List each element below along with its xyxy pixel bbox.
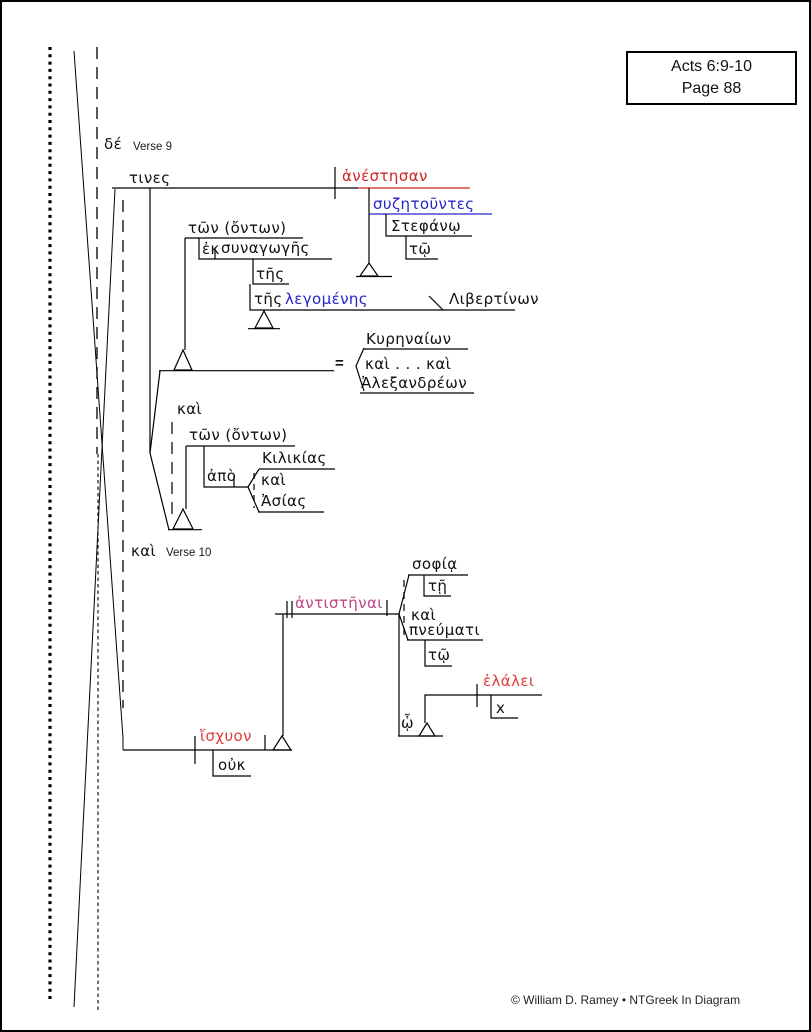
word-article-to1: τῷ: [409, 240, 432, 258]
word-article-tes2: τῆς: [254, 290, 283, 308]
page-number: Page 88: [681, 80, 742, 97]
to2-hanger: [424, 640, 452, 667]
word-asias: Ἀσίας: [261, 492, 307, 510]
copyright-credit: © William D. Ramey • NTGreek In Diagram: [511, 993, 741, 1007]
word-article-tes1: τῆς: [256, 265, 285, 283]
word-ton-onton-1: τῶν (ὄντων): [188, 219, 287, 237]
word-kai-fork: καὶ: [261, 471, 287, 489]
word-kilikias: Κιλικίας: [262, 449, 327, 467]
ton1-pedestal-triangle: [173, 348, 193, 371]
word-pneumati: πνεύματι: [409, 621, 480, 639]
verse10-label: Verse 10: [166, 547, 212, 559]
te-hanger: [423, 575, 451, 597]
equals-sign: =: [335, 355, 344, 372]
word-prep-ek: ἐκ: [202, 240, 220, 258]
word-participle-legomenes: λεγομένης: [285, 290, 368, 308]
word-participle-syzetountes: συζητοῦντες: [373, 195, 475, 213]
understood-subject-hanger: [490, 695, 518, 719]
stephano-hanger: [385, 214, 472, 237]
word-kai-dots-kai: καὶ . . . καὶ: [365, 355, 452, 373]
attrib-phrase-hanger: [249, 284, 515, 311]
word-synagoges: συναγωγῆς: [221, 239, 310, 257]
stephano-article-hanger: [405, 236, 438, 260]
word-stephano: Στεφάνῳ: [391, 217, 462, 235]
legomenes-complement-slash: [428, 295, 444, 311]
word-relative-pronoun-ho: ᾧ: [401, 714, 414, 732]
word-alexandreon: Ἀλεξανδρέων: [361, 374, 468, 392]
word-libertinon: Λιβερτίνων: [449, 290, 539, 308]
tes1-hanger: [252, 259, 289, 285]
word-ouk: οὐκ: [218, 756, 246, 774]
word-article-te: τῇ: [428, 577, 448, 595]
word-understood-subject-x: x: [496, 699, 506, 717]
appositive-brace: [355, 347, 365, 392]
word-prep-apo: ἀπὸ: [207, 467, 237, 485]
word-ton-onton-2: τῶν (ὄντων): [189, 426, 288, 444]
ouk-hanger: [212, 750, 251, 777]
v9-participle-pedestal-triangle: [358, 261, 380, 277]
word-verb-elalei: ἐλάλει: [483, 672, 535, 690]
phrase-bracket-lower-arm: [149, 452, 170, 531]
relative-pedestal-triangle: [417, 721, 437, 737]
word-article-to2: τῷ: [428, 646, 451, 664]
word-kai-objects: καὶ: [411, 606, 437, 624]
ek-phrase-hanger: [198, 238, 332, 260]
verse9-label: Verse 9: [133, 141, 172, 153]
reference-box: Acts 6:9-10 Page 88: [626, 51, 797, 105]
infinitive-pedestal-triangle: [271, 734, 293, 751]
phrase-bracket-upper-arm: [149, 370, 161, 454]
conj-kai-verse10: καὶ: [131, 542, 157, 560]
diagonal-to-verse10-clause: [73, 50, 124, 750]
word-infinitive-antistenai: ἀντιστῆναι: [295, 594, 383, 612]
word-verb-ischyon: ἴσχυον: [200, 727, 252, 745]
infinitive-double-tick: [286, 601, 293, 618]
object-fork-lower: [398, 613, 409, 641]
diagonal-from-verse9-clause: [73, 188, 116, 1008]
ton2-pedestal-triangle: [172, 507, 194, 530]
apo-phrase-hanger: [203, 446, 248, 488]
conj-de: δέ: [104, 135, 123, 153]
word-verb-anestesan: ἀνέστησαν: [342, 167, 428, 185]
reference-text: Acts 6:9-10: [671, 57, 752, 75]
word-coord-kai: καὶ: [177, 400, 203, 418]
relative-clause-elbow: [424, 694, 542, 723]
word-subject-tines: τινες: [129, 169, 171, 187]
attrib-pedestal-triangle: [254, 309, 274, 329]
word-kyrenaion: Κυρηναίων: [366, 330, 452, 348]
word-sophia: σοφίᾳ: [412, 555, 458, 573]
